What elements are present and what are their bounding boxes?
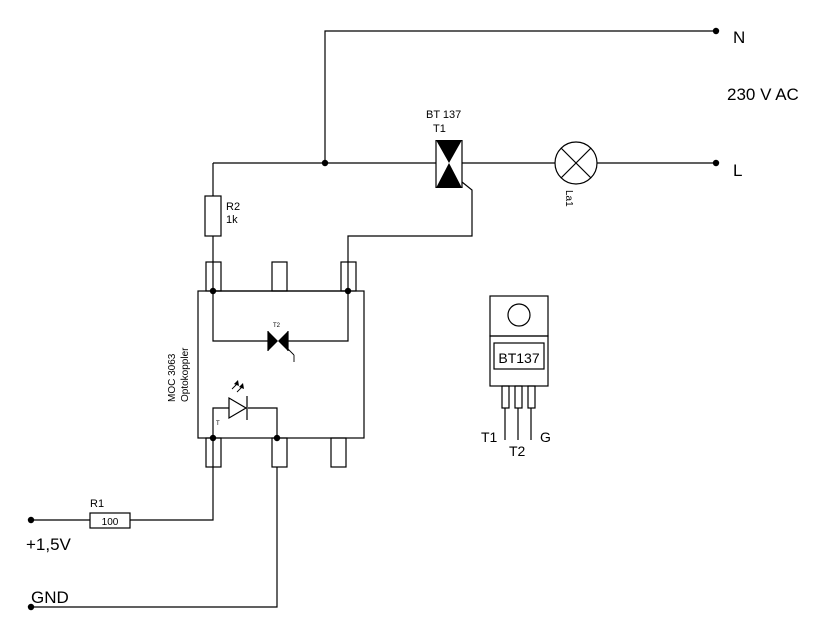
ground-terminal-dot (27, 603, 35, 611)
lamp-label: La1 (563, 190, 574, 207)
opto-internal-triac (209, 262, 352, 362)
neutral-terminal-dot (712, 27, 720, 35)
pin-t1-label: T1 (481, 429, 498, 445)
pin-g-label: G (540, 429, 551, 445)
triac-symbol (347, 140, 473, 263)
neutral-wire (324, 30, 716, 163)
lamp-symbol (554, 141, 598, 185)
opto-pin-5 (271, 261, 288, 292)
triac-ref-label: T1 (433, 123, 446, 135)
package-marking-box (493, 342, 545, 370)
r1-to-opto-wire (130, 467, 214, 521)
triac-part-label: BT 137 (426, 109, 461, 121)
line-terminal-dot (712, 159, 720, 167)
line-label: L (733, 161, 742, 180)
pin-t2-label: T2 (509, 443, 526, 459)
r2-ref-label: R2 (226, 201, 240, 213)
package-mounting-hole (507, 303, 531, 327)
resistor-r2 (204, 163, 222, 262)
ground-wire (31, 467, 278, 608)
positive-input-label: +1,5V (26, 535, 72, 554)
optocoupler-package (197, 261, 365, 468)
mains-wiring (213, 27, 720, 167)
opto-part-label: MOC 3063 (167, 353, 178, 402)
r1-ref-label: R1 (90, 498, 104, 510)
package-marking-label: BT137 (498, 350, 539, 366)
opto-type-label: Optokoppler (180, 347, 191, 402)
neutral-label: N (733, 28, 745, 47)
ground-label: GND (31, 588, 69, 607)
r1-value-label: 100 (102, 517, 119, 528)
control-wiring (27, 467, 278, 611)
junction-dot-mains (321, 159, 329, 167)
opto-diode-label: T (216, 421, 220, 427)
opto-pin-2 (271, 437, 288, 468)
triac-gate-lead (347, 181, 473, 263)
opto-triac-label: T2 (273, 323, 281, 329)
opto-pin-3 (330, 437, 347, 468)
positive-terminal-dot (27, 516, 35, 524)
opto-internal-led (209, 380, 281, 467)
to220-package (489, 295, 549, 440)
r2-value-label: 1k (226, 214, 238, 226)
package-tab (489, 295, 549, 337)
supply-voltage-label: 230 V AC (727, 85, 799, 104)
